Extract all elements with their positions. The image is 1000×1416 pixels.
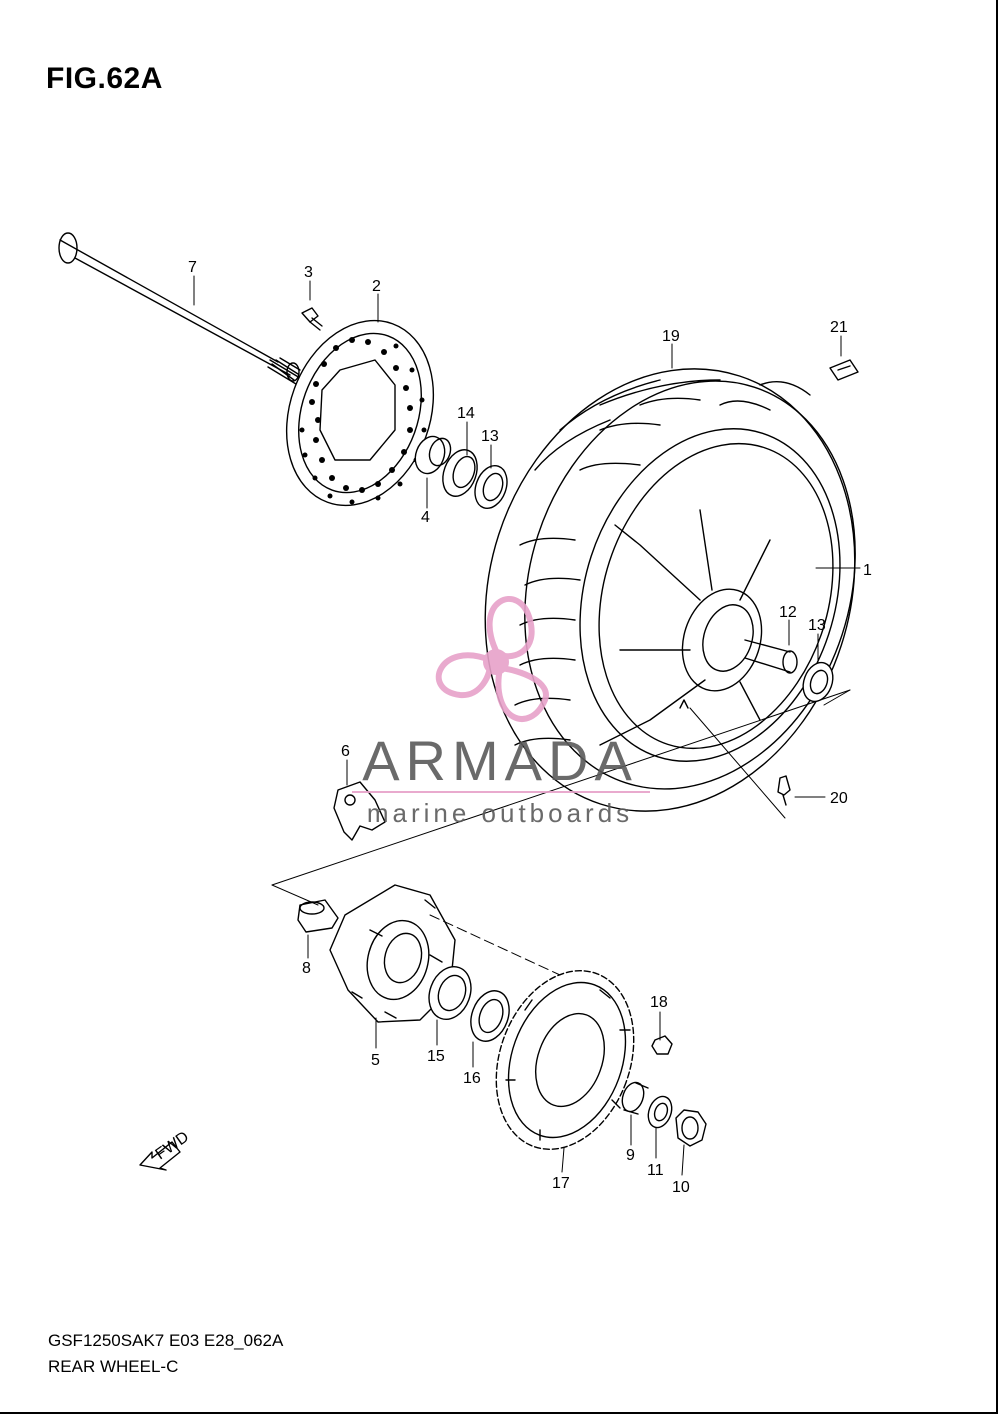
brake-disc-drawing bbox=[285, 319, 435, 507]
model-code: GSF1250SAK7 E03 E28_062A bbox=[48, 1331, 284, 1350]
callout-17: 17 bbox=[552, 1175, 570, 1192]
sprocket-drawing bbox=[495, 970, 635, 1150]
axle-nut-drawing bbox=[675, 1109, 707, 1147]
section-name: REAR WHEEL-C bbox=[48, 1357, 179, 1376]
bearing-drawing bbox=[474, 464, 508, 510]
callout-3: 3 bbox=[304, 264, 313, 281]
balancer-weight-drawing bbox=[829, 359, 859, 381]
fwd-arrow-icon bbox=[139, 1141, 181, 1171]
propeller-hub-icon bbox=[483, 649, 509, 675]
propeller-logo-icon bbox=[435, 596, 549, 722]
bearing-15-drawing bbox=[428, 966, 472, 1020]
bolt-drawing bbox=[301, 307, 323, 331]
callout-numbers: 1 2 3 4 5 6 7 8 9 10 11 12 13 13 14 15 1… bbox=[188, 259, 872, 1196]
callout-8: 8 bbox=[302, 960, 311, 977]
callout-20: 20 bbox=[830, 790, 848, 807]
callout-6: 6 bbox=[341, 743, 350, 760]
callout-16: 16 bbox=[463, 1070, 481, 1087]
callout-18: 18 bbox=[650, 994, 668, 1011]
watermark-brand: ARMADA bbox=[362, 729, 638, 792]
spacer-drawing bbox=[414, 435, 452, 475]
watermark: ARMADA marine outboards bbox=[352, 596, 650, 828]
oil-seal-16-drawing bbox=[470, 990, 510, 1042]
callout-21: 21 bbox=[830, 319, 848, 336]
callout-13-left: 13 bbox=[481, 428, 499, 445]
figure-title: FIG.62A bbox=[46, 62, 163, 95]
spacer-9-drawing bbox=[621, 1081, 649, 1115]
wheel-drawing bbox=[484, 368, 856, 812]
callout-14: 14 bbox=[457, 405, 475, 422]
callout-10: 10 bbox=[672, 1179, 690, 1196]
callout-12: 12 bbox=[779, 604, 797, 621]
callout-9: 9 bbox=[626, 1147, 635, 1164]
callout-7: 7 bbox=[188, 259, 197, 276]
axle-drawing bbox=[58, 232, 301, 385]
callout-11: 11 bbox=[647, 1162, 664, 1179]
sprocket-nut-drawing bbox=[651, 1035, 673, 1055]
callout-13-right: 13 bbox=[808, 617, 826, 634]
callout-15: 15 bbox=[427, 1048, 445, 1065]
damper-drawing bbox=[297, 899, 339, 933]
valve-drawing bbox=[777, 775, 791, 806]
callout-4: 4 bbox=[421, 509, 430, 526]
callout-1: 1 bbox=[863, 562, 872, 579]
callout-5: 5 bbox=[371, 1052, 380, 1069]
washer-drawing bbox=[647, 1095, 673, 1129]
callout-2: 2 bbox=[372, 278, 381, 295]
assembly-lines bbox=[193, 275, 861, 1176]
watermark-tagline: marine outboards bbox=[367, 798, 633, 828]
oil-seal-drawing bbox=[442, 449, 478, 497]
callout-19: 19 bbox=[662, 328, 680, 345]
